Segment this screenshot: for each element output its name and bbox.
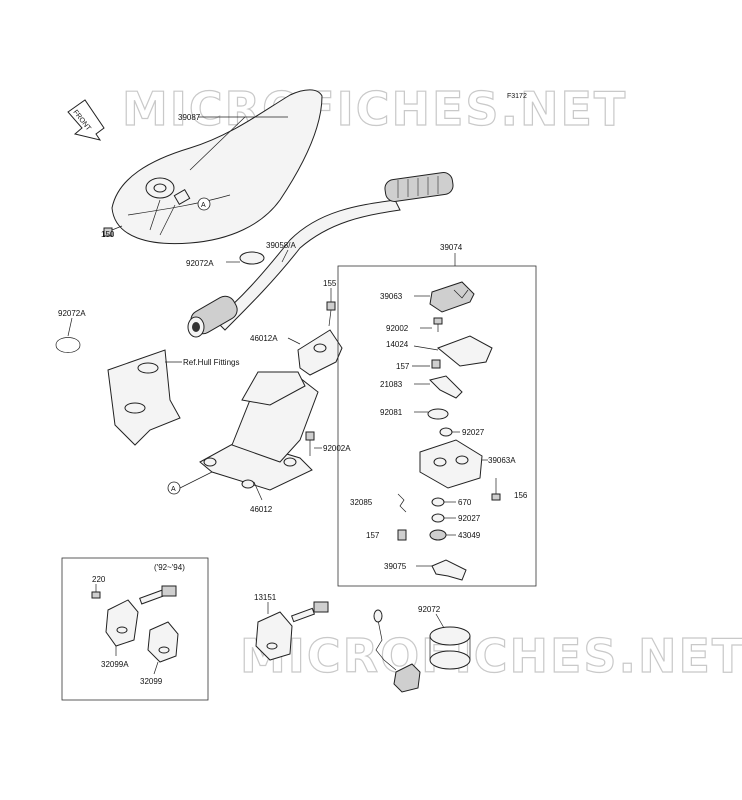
throttle-housing-39063a <box>419 439 483 489</box>
label-157-bottom: 157 <box>366 531 380 540</box>
label-43049: 43049 <box>458 531 481 540</box>
label-32085: 32085 <box>350 498 373 507</box>
screw-157-top <box>431 359 441 369</box>
steering-holder-46012 <box>199 371 319 491</box>
leader-39087-b <box>189 116 246 171</box>
label-155: 155 <box>323 279 337 288</box>
clamp-92072 <box>373 609 471 693</box>
leader-14024 <box>413 345 439 351</box>
marker-circle-a-top <box>197 197 211 211</box>
leader-a-bottom <box>179 471 213 489</box>
bolt-92002a <box>305 431 315 456</box>
seal-43049 <box>429 529 447 541</box>
label-92072a-left: 92072A <box>58 309 86 318</box>
switch-32099a <box>91 584 177 647</box>
label-39063: 39063 <box>380 292 403 301</box>
watermark-bottom: MICROFICHES.NET <box>240 629 742 683</box>
label-39063a: 39063A <box>488 456 516 465</box>
label-156: 156 <box>514 491 528 500</box>
label-39075: 39075 <box>384 562 407 571</box>
handlebar-cover <box>111 89 323 245</box>
washer-92027-top <box>439 427 453 437</box>
label-46012a: 46012A <box>250 334 278 343</box>
oring-670 <box>431 497 445 507</box>
clamp-92072a-left <box>55 317 81 353</box>
clamp-92072a-top <box>226 251 265 265</box>
label-92027-top: 92027 <box>462 428 485 437</box>
label-92027-bottom: 92027 <box>458 514 481 523</box>
watermark-top: MICROFICHES.NET <box>122 82 627 136</box>
label-39058a: 39058/A <box>266 241 296 250</box>
label-21083: 21083 <box>380 380 403 389</box>
label-32099a: 32099A <box>101 660 129 669</box>
label-92072a-top: 92072A <box>186 259 214 268</box>
front-arrow-icon: FRONT <box>67 99 105 141</box>
switch-32099 <box>147 621 179 663</box>
figure-code: F3172 <box>507 93 527 100</box>
plate-14024 <box>437 335 493 367</box>
label-13151: 13151 <box>254 593 277 602</box>
screw-157-bottom <box>397 529 407 541</box>
label-220: 220 <box>92 575 106 584</box>
label-92002: 92002 <box>386 324 409 333</box>
leader-32099 <box>153 661 159 675</box>
spring-32085 <box>397 493 407 513</box>
label-150: 150 <box>101 230 115 239</box>
throttle-lever-39075 <box>431 559 467 581</box>
label-92081: 92081 <box>380 408 403 417</box>
handlebar-tube <box>187 172 454 338</box>
marker-a-top: A <box>201 202 206 209</box>
hull-bracket <box>107 349 181 446</box>
label-670: 670 <box>458 498 472 507</box>
screw-92002 <box>433 317 443 332</box>
clamp-cap-46012a <box>297 329 343 376</box>
throttle-cover-39063 <box>429 281 475 313</box>
label-46012: 46012 <box>250 505 273 514</box>
label-92002a: 92002A <box>323 444 351 453</box>
label-14024: 14024 <box>386 340 409 349</box>
throttle-assembly-box <box>337 265 537 587</box>
leader-46012a <box>287 337 301 345</box>
bolt-156 <box>491 478 501 501</box>
label-39074: 39074 <box>440 243 463 252</box>
switch-13151 <box>255 601 329 661</box>
bolt-155 <box>326 288 336 327</box>
label-32099: 32099 <box>140 677 163 686</box>
screw-150 <box>103 225 123 237</box>
year-note: ('92~'94) <box>154 563 185 572</box>
washer-92027-bottom <box>431 513 445 523</box>
spring-92081 <box>427 408 449 420</box>
label-92072: 92072 <box>418 605 441 614</box>
leader-39058a <box>281 249 289 263</box>
lever-21083 <box>429 375 463 399</box>
switch-box-92-94 <box>61 557 209 701</box>
leader-92072 <box>435 613 445 629</box>
label-157-top: 157 <box>396 362 410 371</box>
label-39087: 39087 <box>178 113 201 122</box>
ref-hull-note: Ref.Hull Fittings <box>183 358 239 367</box>
marker-a-bottom: A <box>171 486 176 493</box>
leader-46012 <box>253 481 263 501</box>
